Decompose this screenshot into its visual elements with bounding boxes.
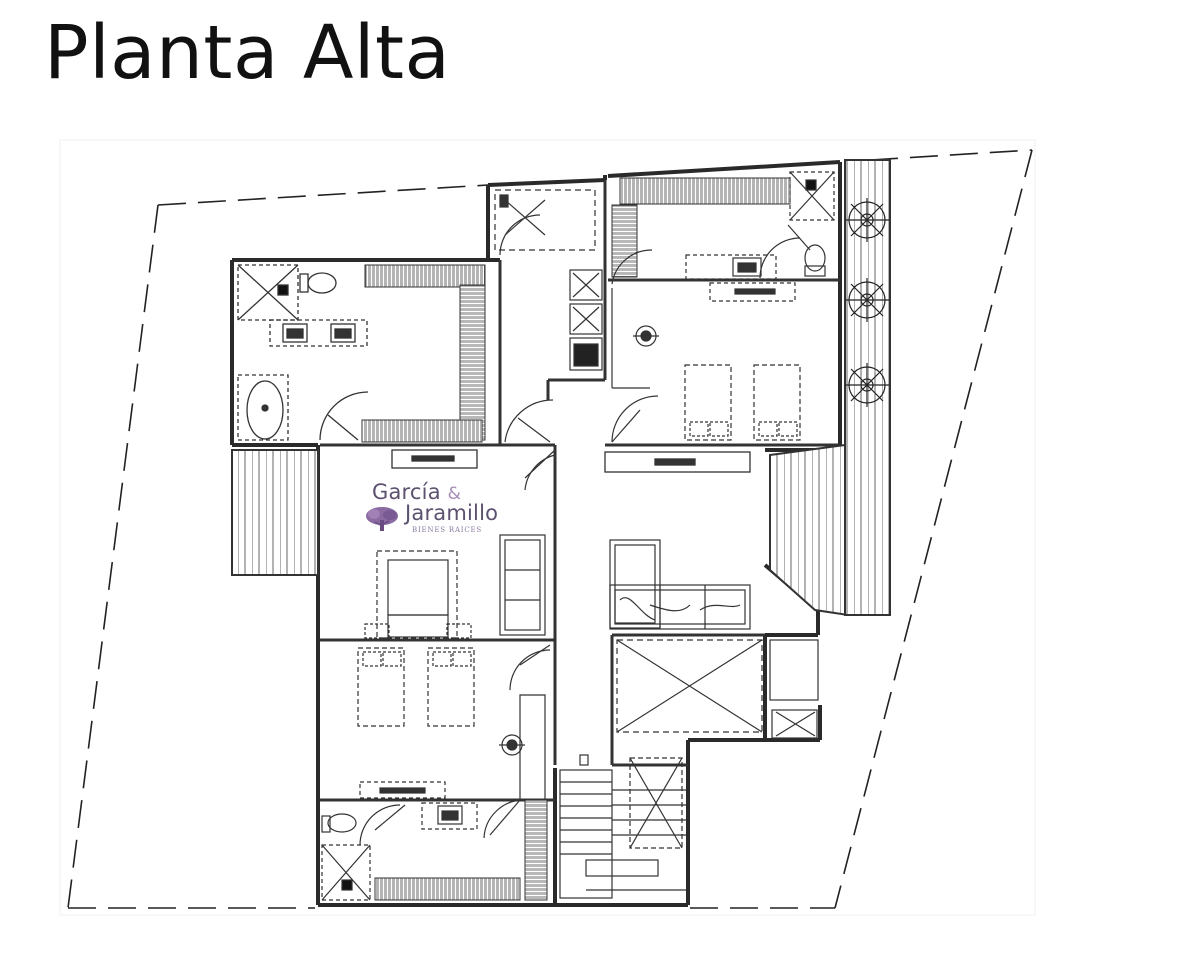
laundry-area <box>494 189 603 371</box>
tree-icon <box>366 507 398 531</box>
bedroom-top-right <box>611 171 835 443</box>
logo-line2: Jaramillo <box>405 501 499 525</box>
balcony-right <box>769 443 850 617</box>
logo-ampersand: & <box>447 484 462 504</box>
interior-walls <box>320 180 840 802</box>
exterior-walls <box>230 160 842 907</box>
bedroom-middle-left <box>364 534 546 639</box>
logo-line1: García & <box>372 480 462 504</box>
plants <box>845 198 889 407</box>
lower-bath <box>321 799 525 901</box>
closets <box>361 177 791 901</box>
family-room <box>609 539 751 630</box>
stairs <box>559 754 686 899</box>
page-title: Planta Alta <box>44 10 451 96</box>
master-bath <box>237 264 369 441</box>
property-boundary <box>67 149 1033 909</box>
balcony-left <box>231 449 319 576</box>
wardrobes <box>391 449 751 473</box>
logo-line3: BIENES RAICES <box>412 526 483 534</box>
stair-void <box>616 639 819 849</box>
bedroom-lower-left <box>357 644 551 801</box>
hall-doors <box>504 399 556 491</box>
